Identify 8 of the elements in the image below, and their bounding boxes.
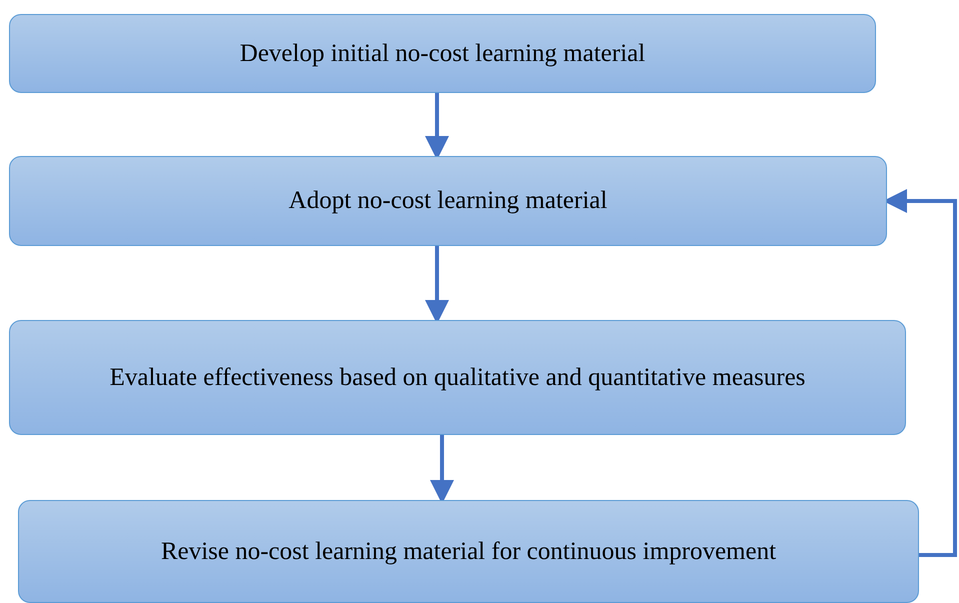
process-box [18,500,919,603]
process-box [9,156,887,246]
process-box [9,320,906,435]
step-text: Adopt no-cost learning material [288,187,608,215]
step-text: Revise no-cost learning material for continuous improvement [160,538,776,566]
process-box [9,14,876,93]
step-text: Develop initial no-cost learning material [240,40,646,68]
step-text: Evaluate effectiveness based on qualitative and quantitative measures [110,364,806,392]
